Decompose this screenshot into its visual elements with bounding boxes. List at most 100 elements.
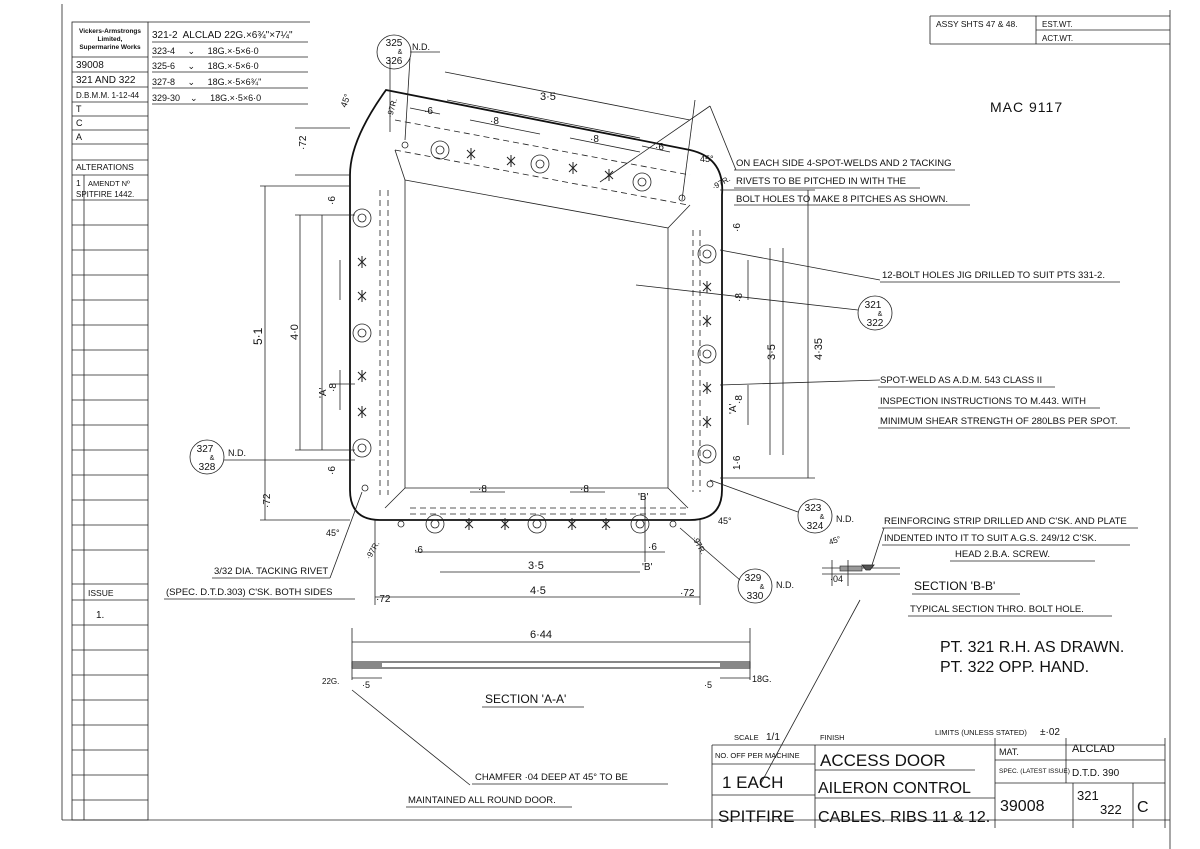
callout-323-amp: &: [820, 514, 825, 521]
bolt-hole: [697, 444, 717, 464]
left-row-a: A: [76, 132, 82, 142]
part-row-327: 327-8 ⌄ 18G.×·5×6¾": [152, 77, 261, 87]
dim-section-bb-04: ·04: [830, 574, 843, 584]
dim-right-6a: ·6: [732, 223, 743, 232]
company-line-2: Limited,: [98, 36, 123, 43]
bolt-hole: [352, 208, 372, 228]
dim-top-8a: ·8: [490, 116, 499, 127]
dim-bot-6a: ·6: [414, 545, 423, 556]
bolt-hole: [352, 323, 372, 343]
issue-value: 1.: [96, 610, 104, 621]
callout-325-nd: N.D.: [412, 42, 430, 52]
left-row-c: C: [76, 118, 83, 128]
no-off-label: NO. OFF PER MACHINE: [715, 751, 800, 760]
part-number-322: 322: [1100, 802, 1122, 817]
note-tacking-rivet-line-1: 3/32 DIA. TACKING RIVET: [214, 566, 328, 577]
alteration-grid: [72, 224, 148, 801]
dim-right-35: 3·5: [766, 344, 778, 360]
assy-sheets: ASSY SHTS 47 & 48.: [936, 19, 1018, 29]
section-bb-title: SECTION 'B-B': [914, 579, 995, 593]
dim-top-72: ·72: [298, 135, 309, 150]
dim-top-8b: ·8: [590, 134, 599, 145]
note-chamfer-line-1: CHAMFER ·04 DEEP AT 45° TO BE: [475, 772, 628, 783]
dim-section-aa-644: 6·44: [530, 629, 552, 641]
issue-label: ISSUE: [88, 588, 114, 598]
note-spot-weld-spec-line-3: MINIMUM SHEAR STRENGTH OF 280LBS PER SPO…: [880, 416, 1118, 427]
callout-325-text: 325: [386, 38, 403, 49]
dim-left-8: ·8: [328, 383, 339, 392]
dim-bot-radius-left: ·97R.: [364, 540, 382, 561]
dim-left-6b: ·6: [327, 466, 338, 475]
callout-327-nd: N.D.: [228, 448, 246, 458]
callout-329-text: 329: [745, 573, 762, 584]
bolt-hole: [630, 514, 650, 534]
dim-bot-8b: ·8: [580, 484, 589, 495]
section-aa-title: SECTION 'A-A': [485, 692, 566, 706]
left-dimensions: 5·1 4·0 ·8 ·6 ·6 ·72 'A': [251, 185, 355, 521]
left-row-drawing-no: 39008: [76, 60, 104, 71]
spec-value: D.T.D. 390: [1072, 768, 1120, 779]
label-a-right: 'A': [728, 403, 739, 414]
callout-321-amp: &: [878, 311, 883, 318]
callout-326-text: 326: [386, 56, 403, 67]
parts-list: 321-2 ALCLAD 22G.×6¾"×7¼" 323-4 ⌄ 18G.×·…: [148, 21, 310, 105]
title-block: SCALE 1/1 FINISH LIMITS (UNLESS STATED) …: [711, 727, 1166, 828]
left-row-t: T: [76, 104, 82, 114]
note-spot-weld-spec-line-1: SPOT-WELD AS A.D.M. 543 CLASS II: [880, 375, 1042, 386]
left-row-parts: 321 AND 322: [76, 75, 136, 86]
title-line-1: ACCESS DOOR: [820, 751, 946, 770]
note-spot-welds-line-1: ON EACH SIDE 4-SPOT-WELDS AND 2 TACKING: [736, 158, 952, 169]
finish-label: FINISH: [820, 733, 845, 742]
dim-section-aa-22g: 22G.: [322, 677, 339, 686]
note-spot-welds-line-2: RIVETS TO BE PITCHED IN WITH THE: [736, 176, 906, 187]
est-wt: EST.WT.: [1042, 20, 1073, 29]
note-reinforcing-line-2: INDENTED INTO IT TO SUIT A.G.S. 249/12 C…: [884, 533, 1097, 544]
dim-left-72: ·72: [262, 493, 273, 508]
callout-328-text: 328: [199, 462, 216, 473]
bolt-hole: [697, 344, 717, 364]
dim-left-6a: ·6: [327, 196, 338, 205]
section-aa: 6·44 ·5 ·5 22G. 18G. SECTION 'A-A': [322, 628, 772, 708]
dim-right-8b: ·8: [734, 395, 745, 404]
limits-label: LIMITS (UNLESS STATED): [935, 728, 1027, 737]
bolt-hole: [430, 140, 450, 160]
dim-bot-8a: ·8: [478, 484, 487, 495]
dim-top-35: 3·5: [540, 91, 556, 103]
callout-323-text: 323: [805, 503, 822, 514]
note-spot-weld-spec: SPOT-WELD AS A.D.M. 543 CLASS II INSPECT…: [719, 375, 1130, 429]
left-row-date: D.B.M.M. 1-12-44: [76, 91, 140, 100]
company-line-1: Vickers-Armstrongs: [79, 28, 141, 35]
note-spot-weld-spec-line-2: INSPECTION INSTRUCTIONS TO M.443. WITH: [880, 396, 1086, 407]
issue-letter: C: [1137, 799, 1149, 816]
callout-322-text: 322: [867, 318, 884, 329]
title-line-2: AILERON CONTROL: [818, 780, 971, 797]
dim-left-40: 4·0: [289, 324, 301, 340]
bottom-dimensions: 4·5 3·5 ·8 ·8 ·6 ·6 ·72 ·72 'B' 'B' 45° …: [326, 484, 732, 605]
dim-bot-35: 3·5: [528, 560, 544, 572]
dim-top-6b: ·6: [655, 142, 664, 153]
amendment-number: 1: [76, 178, 81, 188]
drawing-number: 39008: [1000, 798, 1045, 815]
dim-left-51: 5·1: [251, 327, 265, 345]
dim-section-aa-18g: 18G.: [752, 674, 772, 684]
section-bb: ·04 45° SECTION 'B-B' TYPICAL SECTION TH…: [822, 534, 1112, 617]
dim-bot-72a: ·72: [376, 594, 391, 605]
dim-bot-6b: ·6: [648, 542, 657, 553]
right-dimensions: 4·35 3·5 ·8 ·8 ·6 1·6 'A': [720, 189, 825, 479]
note-bolt-holes: 12-BOLT HOLES JIG DRILLED TO SUIT PTS 33…: [719, 249, 1120, 283]
callout-325-326: 325 & 326 N.D.: [376, 34, 440, 141]
part-row-329: 329-30 ⌄ 18G.×·5×6·0: [152, 93, 261, 103]
title-line-3: CABLES. RIBS 11 & 12.: [818, 809, 990, 826]
mac-reference: MAC 9117: [990, 99, 1063, 115]
dim-bot-72b: ·72: [680, 588, 695, 599]
bolt-hole: [352, 438, 372, 458]
bolt-hole: [697, 244, 717, 264]
dim-right-8a: ·8: [734, 293, 745, 302]
dim-top-radius: ·97R.: [385, 97, 399, 118]
spec-label: SPEC. (LATEST ISSUE): [999, 768, 1070, 775]
sheet-border: [61, 4, 1171, 849]
note-reinforcing-line-1: REINFORCING STRIP DRILLED AND C'SK. AND …: [884, 516, 1127, 527]
dim-top-angle: 45°: [338, 92, 352, 109]
company-line-3: Supermarine Works: [79, 44, 141, 51]
callout-327-text: 327: [197, 444, 214, 455]
